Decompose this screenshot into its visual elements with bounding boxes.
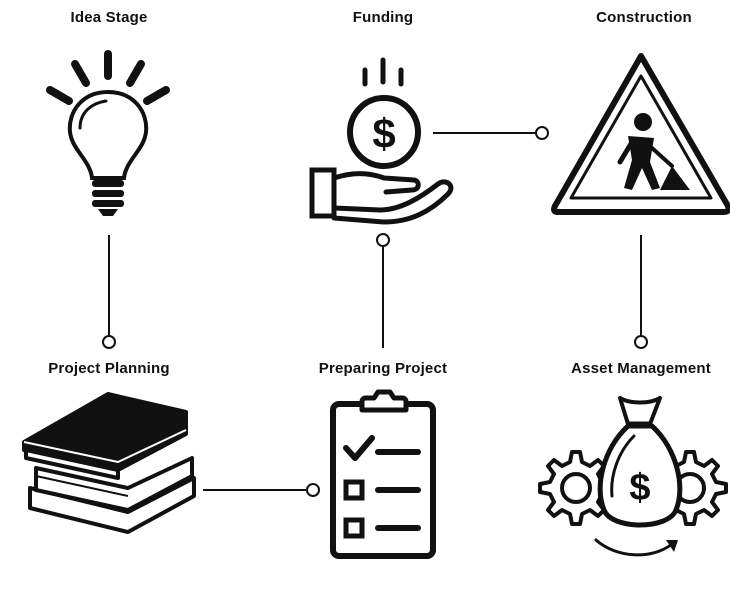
project-planning-title: Project Planning — [48, 360, 170, 377]
asset-management-title: Asset Management — [571, 360, 711, 377]
funding-title: Funding — [352, 9, 414, 26]
construction-title: Construction — [596, 9, 692, 26]
coin-dollar-symbol: $ — [372, 110, 395, 157]
books-icon — [22, 392, 196, 534]
connector-node-preparing — [306, 483, 320, 497]
bag-dollar-symbol: $ — [629, 467, 650, 509]
connector-node-funding — [376, 233, 390, 247]
connector-node-planning — [102, 335, 116, 349]
preparing-project-title: Preparing Project — [318, 360, 448, 377]
checklist-clipboard-icon — [330, 389, 436, 559]
idea-stage-title: Idea Stage — [70, 9, 148, 26]
connector-node-asset — [634, 335, 648, 349]
money-hand-icon: $ — [309, 57, 454, 225]
connector-node-construction — [535, 126, 549, 140]
money-bag-gears-icon: $ — [538, 396, 728, 557]
lightbulb-icon — [46, 50, 170, 216]
construction-sign-icon — [551, 53, 730, 215]
connectors — [102, 126, 648, 497]
